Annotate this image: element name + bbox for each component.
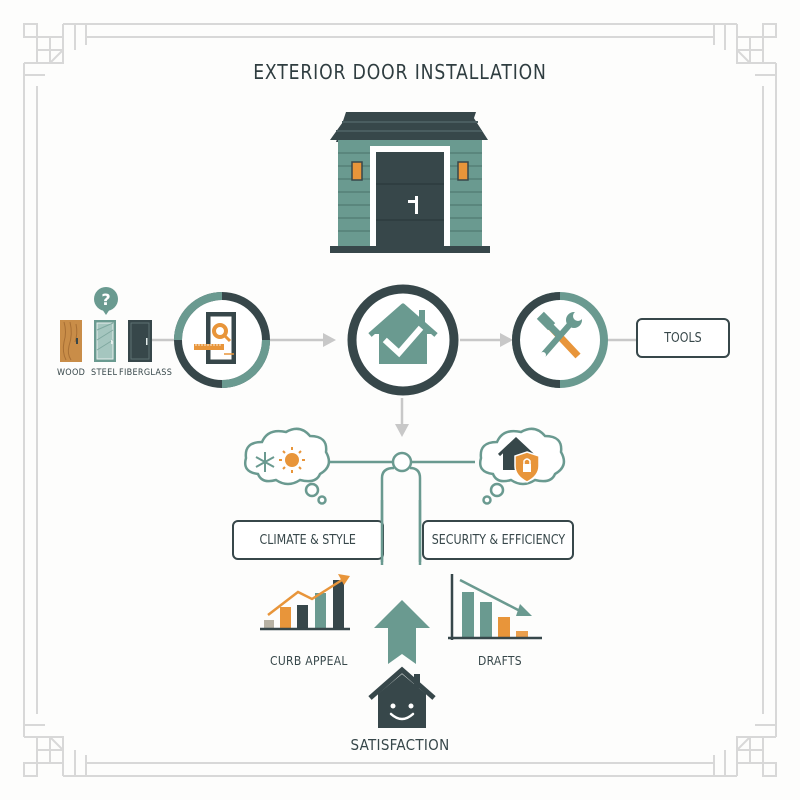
sun-icon [279,447,305,473]
security-thought-cloud [479,427,566,505]
curb-appeal-chart [260,574,350,631]
glass-steel-door-icon [94,320,116,362]
climate-style-label: CLIMATE & STYLE [259,532,357,548]
drafts-label: DRAFTS [478,654,522,668]
step-tools-circle[interactable] [512,290,612,390]
wood-door-icon [60,320,82,362]
shield-lock-icon [514,451,540,483]
question-icon: ? [94,287,118,315]
house-check-icon [368,303,438,364]
tools-label: TOOLS [664,330,702,346]
curb-appeal-label: CURB APPEAL [270,654,348,668]
page-title: EXTERIOR DOOR INSTALLATION [253,60,547,84]
satisfaction-label: SATISFACTION [350,736,450,754]
up-arrow-icon [374,600,430,664]
measure-door-icon [194,312,236,364]
security-efficiency-label: SECURITY & EFFICIENCY [431,532,565,548]
satisfaction-house-icon [368,666,436,728]
tools-icon [536,311,583,359]
material-label-fiberglass: FIBERGLASS [119,368,173,378]
svg-text:?: ? [101,290,110,309]
security-efficiency-box[interactable]: SECURITY & EFFICIENCY [422,520,574,560]
house-door-icon [330,112,490,253]
step-measure-circle[interactable] [172,290,272,390]
drafts-chart [448,574,542,640]
material-label-wood: WOOD [57,368,86,378]
tools-label-box[interactable]: TOOLS [636,318,730,358]
climate-thought-cloud [244,427,331,505]
material-label-steel: STEEL [91,368,118,378]
snowflake-icon [255,452,275,472]
climate-style-box[interactable]: CLIMATE & STYLE [232,520,384,560]
fiberglass-door-icon [128,320,152,362]
step-house-check-circle[interactable] [345,282,465,402]
